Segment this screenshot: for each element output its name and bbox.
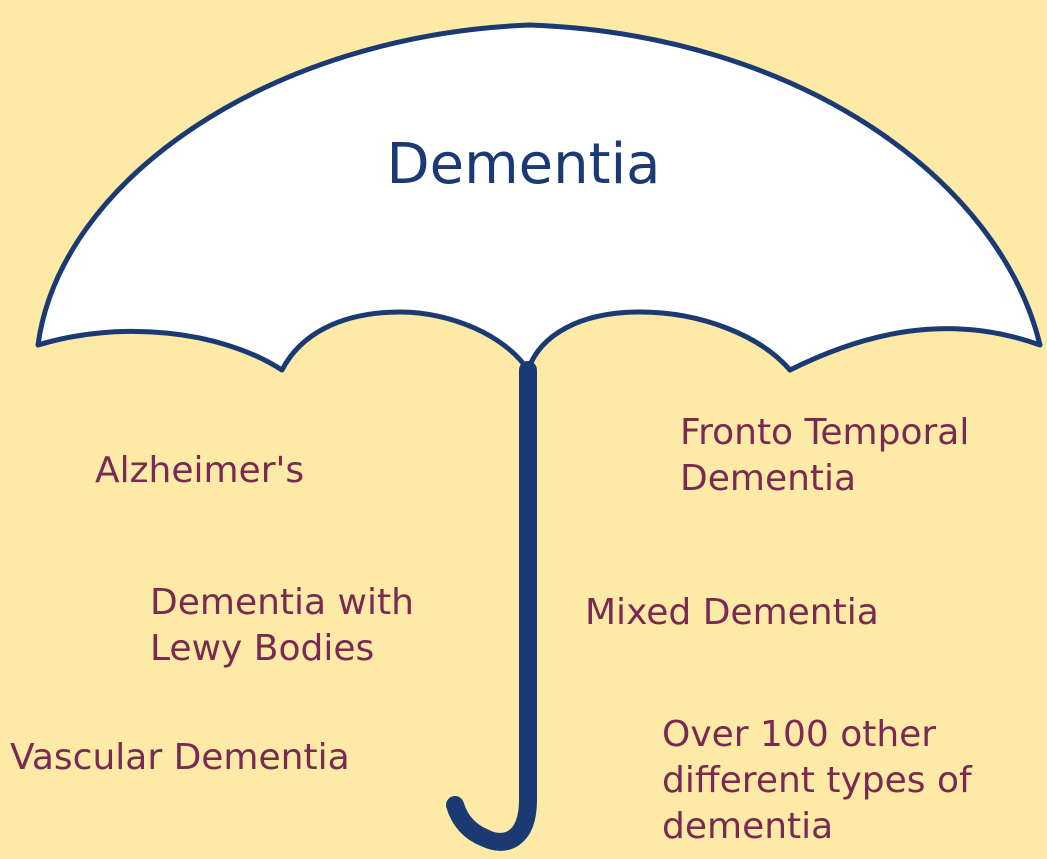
umbrella-canopy [38, 25, 1040, 370]
type-mixed: Mixed Dementia [585, 590, 879, 636]
umbrella-shaft [455, 370, 528, 842]
type-vascular: Vascular Dementia [10, 735, 350, 781]
type-other: Over 100 other different types of dement… [662, 712, 972, 850]
diagram-title: Dementia [0, 132, 1047, 197]
type-fronto-temporal: Fronto Temporal Dementia [680, 410, 969, 502]
type-alzheimers: Alzheimer's [95, 448, 304, 494]
type-lewy-bodies: Dementia with Lewy Bodies [150, 580, 414, 672]
